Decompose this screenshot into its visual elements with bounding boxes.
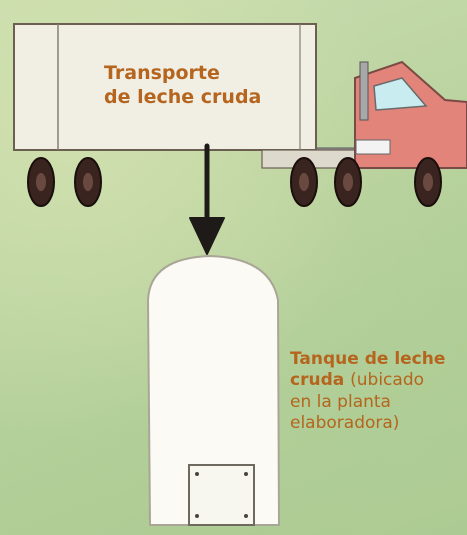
tank-label-line-4: elaboradora) [290,412,400,433]
tank-hatch-bolt [244,472,248,476]
truck-label-line-2: de leche cruda [104,85,262,108]
truck-label: Transporte de leche cruda [104,62,274,110]
tank-hatch-bolt [244,514,248,518]
truck-label-line-1: Transporte [104,62,220,84]
tank-hatch [188,464,255,526]
truck-wheel-hub [299,173,309,191]
milk-truck [13,23,467,207]
truck-exhaust [359,61,369,121]
tank-hatch-bolt [195,472,199,476]
arrow-down-icon [189,143,225,255]
truck-wheel-hub [423,173,433,191]
tank-label-line-3: en la planta [290,391,391,412]
truck-wheel-hub [36,173,46,191]
milk-tank [146,254,281,526]
tank-hatch-bolt [195,514,199,518]
tank-body [146,254,281,526]
truck-step [355,139,391,155]
truck-trailer [13,23,317,151]
truck-window [373,77,428,111]
truck-wheel-hub [83,173,93,191]
tank-label-bold: cruda [290,370,345,391]
tank-label-note: (ubicado [350,370,425,391]
tank-label-line-2: cruda (ubicado [290,370,466,391]
tank-label-line-1: Tanque de leche [290,349,446,369]
tank-label: Tanque de leche cruda (ubicado en la pla… [290,349,466,434]
truck-wheel-hub [343,173,353,191]
